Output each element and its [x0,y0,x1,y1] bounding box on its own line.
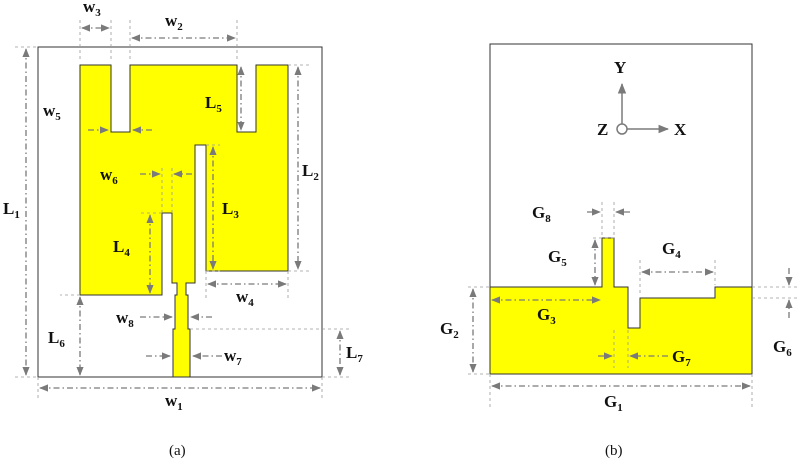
label-w5: w5 [43,101,61,123]
label-w7: w7 [224,346,242,368]
label-G1: G1 [604,392,623,414]
label-G4: G4 [662,239,681,261]
axis-label-y: Y [614,58,626,77]
label-w8: w8 [116,308,134,330]
label-L5: L5 [205,93,222,115]
caption-a: (a) [169,443,186,459]
label-G6: G6 [773,337,792,359]
label-L2: L2 [302,161,319,183]
caption-b: (b) [605,443,623,459]
label-w3: w3 [83,0,101,19]
label-G8: G8 [532,203,551,225]
axis-label-x: X [674,120,687,139]
label-G3: G3 [537,305,556,327]
label-L6: L6 [48,328,65,350]
label-L1: L1 [3,199,20,221]
panel-b: Y X Z G8 G5 G4 G3 G2 G6 G7 [440,43,800,459]
radiating-patch [79,64,289,378]
label-L7: L7 [346,343,363,365]
z-axis-symbol [616,123,628,135]
label-L4: L4 [113,237,130,259]
label-w2: w2 [165,11,183,33]
label-w4: w4 [236,287,254,309]
label-w6: w6 [100,165,118,187]
label-w1: w1 [165,391,183,413]
label-G5: G5 [548,247,567,269]
label-L3: L3 [222,199,239,221]
panel-a: w3 w2 L5 L2 L3 L4 L1 L6 L7 w5 w6 w4 w8 w… [3,0,363,459]
label-G7: G7 [672,347,691,369]
axis-label-z: Z [597,120,608,139]
label-G2: G2 [440,319,459,341]
